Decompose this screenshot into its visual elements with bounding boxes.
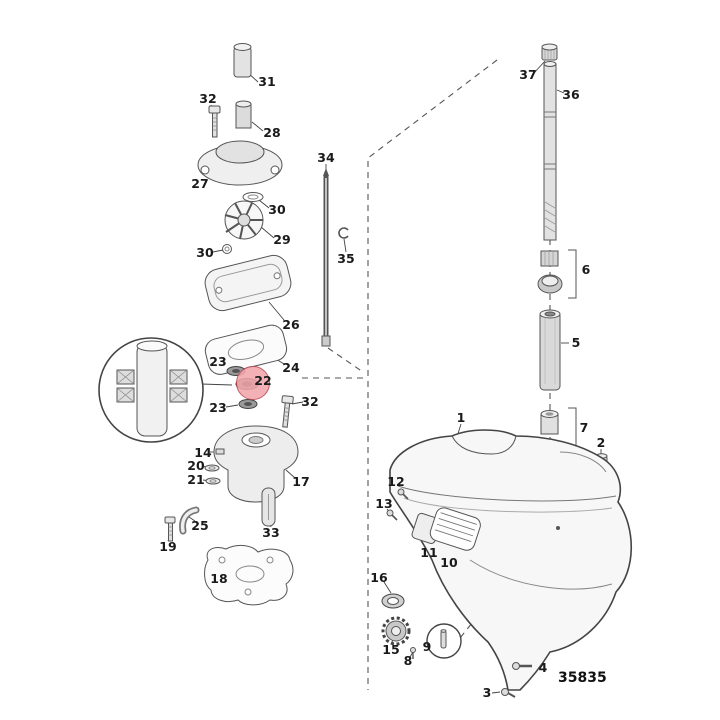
part-label-23[interactable]: 23 <box>209 353 227 369</box>
part-36-art <box>543 61 557 241</box>
part-label-17[interactable]: 17 <box>292 473 310 489</box>
part-25-art <box>179 506 200 535</box>
part-label-12[interactable]: 12 <box>387 473 405 489</box>
part-32-right-art <box>281 395 294 428</box>
part-5-art <box>539 309 561 391</box>
part-label-11[interactable]: 11 <box>420 544 438 560</box>
part-label-30[interactable]: 30 <box>268 201 286 217</box>
part-label-26[interactable]: 26 <box>282 316 300 332</box>
part-label-21[interactable]: 21 <box>187 471 205 487</box>
part-label-28[interactable]: 28 <box>263 124 281 140</box>
part-16-art <box>381 593 405 609</box>
magnifier-part-9 <box>426 623 462 659</box>
part-label-1[interactable]: 1 <box>456 409 466 425</box>
part-label-35[interactable]: 35 <box>337 250 355 266</box>
part-label-37[interactable]: 37 <box>519 66 537 82</box>
part-21-art <box>205 477 221 485</box>
part-35-art <box>338 227 349 239</box>
magnifier-bearing-carrier <box>98 337 204 443</box>
part-3-art <box>501 688 516 698</box>
part-30-lower-art <box>222 244 232 254</box>
part-29-impeller-art <box>224 200 264 240</box>
part-12-art <box>397 488 409 500</box>
part-14-art <box>215 448 225 455</box>
part-label-2[interactable]: 2 <box>596 434 606 450</box>
part-4-art <box>512 662 532 670</box>
part-label-32[interactable]: 32 <box>301 393 319 409</box>
part-label-16[interactable]: 16 <box>370 569 388 585</box>
part-label-23[interactable]: 23 <box>209 399 227 415</box>
part-label-7[interactable]: 7 <box>579 419 589 435</box>
part-label-3[interactable]: 3 <box>482 684 492 700</box>
part-26-art <box>204 254 292 312</box>
part-label-32[interactable]: 32 <box>199 90 217 106</box>
part-23-lower-art <box>238 399 258 409</box>
part-label-36[interactable]: 36 <box>562 86 580 102</box>
part-label-19[interactable]: 19 <box>159 538 177 554</box>
part-17-art <box>213 425 299 503</box>
part-28-art <box>235 100 252 129</box>
part-label-14[interactable]: 14 <box>194 444 212 460</box>
part-label-8[interactable]: 8 <box>403 652 413 668</box>
part-34-art <box>321 168 331 347</box>
part-6-art <box>537 249 577 299</box>
part-10-art <box>429 507 481 551</box>
part-label-5[interactable]: 5 <box>571 334 581 350</box>
part-label-9[interactable]: 9 <box>422 638 432 654</box>
part-33-art <box>261 487 276 527</box>
part-19-art <box>164 516 176 542</box>
part-label-15[interactable]: 15 <box>382 641 400 657</box>
part-8-art <box>410 647 416 659</box>
part-27-art <box>197 140 283 186</box>
part-label-22[interactable]: 22 <box>254 372 272 388</box>
part-31-art <box>233 43 252 78</box>
part-13-art <box>386 509 398 521</box>
part-label-24[interactable]: 24 <box>282 359 300 375</box>
part-label-18[interactable]: 18 <box>210 570 228 586</box>
part-label-31[interactable]: 31 <box>258 73 276 89</box>
part-label-4[interactable]: 4 <box>538 659 548 675</box>
part-1-art <box>389 429 633 691</box>
part-label-25[interactable]: 25 <box>191 517 209 533</box>
part-label-13[interactable]: 13 <box>375 495 393 511</box>
part-label-29[interactable]: 29 <box>273 231 291 247</box>
part-30-upper-art <box>242 192 264 202</box>
part-label-34[interactable]: 34 <box>317 149 335 165</box>
part-label-20[interactable]: 20 <box>187 457 205 473</box>
part-37-art <box>541 43 558 61</box>
part-32-top-art <box>208 105 221 138</box>
diagram-number: 35835 <box>558 670 607 686</box>
part-label-10[interactable]: 10 <box>440 554 458 570</box>
part-label-27[interactable]: 27 <box>191 175 209 191</box>
part-18-art <box>204 544 294 606</box>
part-label-33[interactable]: 33 <box>262 524 280 540</box>
highlight-part-22[interactable] <box>236 366 270 400</box>
part-20-art <box>204 464 220 472</box>
part-label-30[interactable]: 30 <box>196 244 214 260</box>
part-label-6[interactable]: 6 <box>581 261 591 277</box>
part-15-art <box>381 616 411 646</box>
